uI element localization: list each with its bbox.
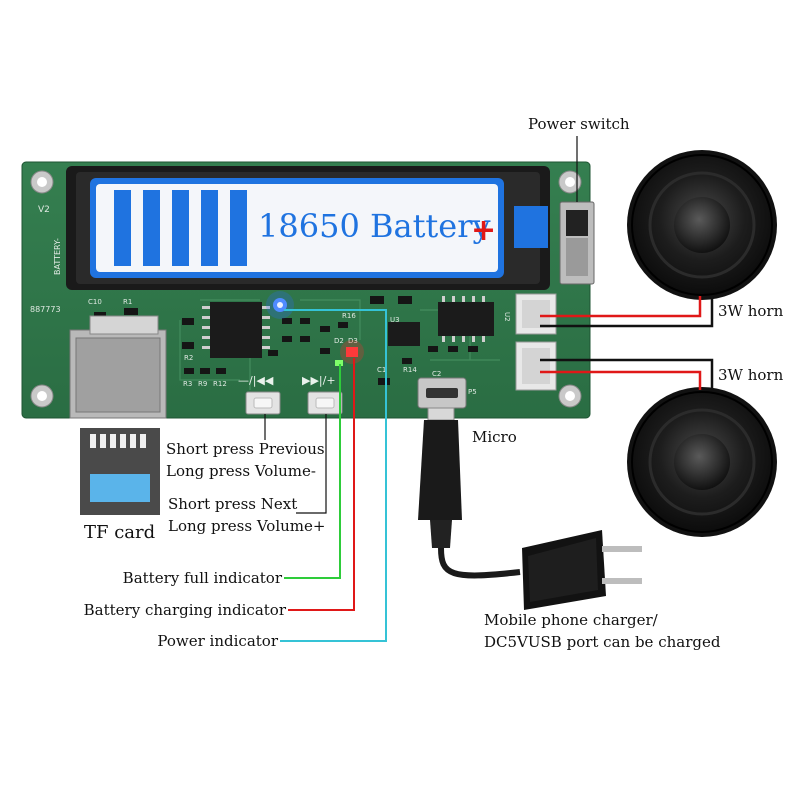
silk-part-u3: U3 bbox=[390, 316, 400, 324]
speaker-top bbox=[627, 150, 777, 300]
label-micro: Micro bbox=[472, 428, 517, 446]
tf-card-slot bbox=[69, 315, 167, 419]
label-next-line1: Short press Next bbox=[168, 495, 298, 513]
label-power-switch: Power switch bbox=[528, 115, 630, 133]
battery-level-bar bbox=[143, 190, 160, 266]
label-power-indicator: Power indicator bbox=[157, 632, 278, 650]
silk-part-c10: C10 bbox=[88, 298, 102, 306]
silk-part-r1: R1 bbox=[123, 298, 132, 306]
silk-next-symbol: ▶▶|/+ bbox=[302, 374, 336, 387]
battery-level-bars bbox=[114, 190, 247, 266]
silk-version: V2 bbox=[38, 205, 50, 215]
label-next-line2: Long press Volume+ bbox=[168, 517, 326, 535]
battery-level-bar bbox=[172, 190, 189, 266]
silk-part-c2: C2 bbox=[432, 370, 441, 378]
silk-part-u2: U2 bbox=[503, 312, 511, 322]
ic-chip-small bbox=[388, 322, 420, 346]
leader-lines bbox=[264, 136, 578, 642]
label-battery-charging: Battery charging indicator bbox=[83, 601, 286, 619]
battery-label: 18650 Battery bbox=[258, 207, 491, 245]
label-battery-full: Battery full indicator bbox=[122, 569, 282, 587]
full-led-green bbox=[335, 360, 343, 366]
battery-level-bar bbox=[230, 190, 247, 266]
silk-part-p5: P5 bbox=[468, 388, 477, 396]
label-horn-bottom: 3W horn bbox=[718, 366, 784, 384]
button-next[interactable] bbox=[307, 391, 343, 415]
silk-board-id: 887773 bbox=[30, 305, 61, 314]
speaker-wires bbox=[540, 296, 714, 390]
battery-18650: 18650 Battery + bbox=[90, 178, 504, 278]
charger-plug bbox=[522, 530, 642, 610]
pcb-board: 18650 Battery + V2 BATTERY- 887773 C10 R… bbox=[21, 161, 595, 419]
silk-part-r3: R3 bbox=[183, 380, 192, 388]
silk-part-c1: C1 bbox=[377, 366, 386, 374]
power-switch[interactable] bbox=[559, 201, 595, 285]
micro-usb-port bbox=[417, 377, 467, 409]
label-charger-line1: Mobile phone charger/ bbox=[484, 611, 658, 629]
power-led-blue bbox=[266, 291, 294, 319]
label-prev-line1: Short press Previous bbox=[166, 440, 325, 458]
silk-part-r2: R2 bbox=[184, 354, 193, 362]
silk-part-d2: D2 bbox=[334, 337, 344, 345]
battery-level-bar bbox=[114, 190, 131, 266]
speaker-connector-bottom bbox=[515, 341, 557, 391]
speaker-connector-top bbox=[515, 293, 557, 335]
silk-part-r16: R16 bbox=[342, 312, 356, 320]
speaker-bottom bbox=[627, 387, 777, 537]
ic-chip-right bbox=[438, 296, 494, 342]
silk-part-r12: R12 bbox=[213, 380, 227, 388]
label-prev-line2: Long press Volume- bbox=[166, 462, 316, 480]
mounting-holes bbox=[30, 170, 582, 408]
ic-chip-left bbox=[202, 302, 270, 358]
charging-led-red bbox=[340, 340, 364, 364]
silk-part-r14: R14 bbox=[403, 366, 417, 374]
silk-battery-minus: BATTERY- bbox=[53, 238, 62, 275]
button-previous[interactable] bbox=[245, 391, 281, 415]
label-horn-top: 3W horn bbox=[718, 302, 784, 320]
silk-part-r9: R9 bbox=[198, 380, 207, 388]
silk-prev-symbol: —/|◀◀ bbox=[238, 374, 274, 387]
usb-cable bbox=[418, 407, 521, 579]
label-charger-line2: DC5VUSB port can be charged bbox=[484, 633, 721, 651]
tf-card-icon bbox=[80, 428, 160, 515]
silk-part-d3: D3 bbox=[348, 337, 358, 345]
battery-level-bar bbox=[201, 190, 218, 266]
label-tf-card: TF card bbox=[84, 522, 156, 543]
battery-plus-sign: + bbox=[471, 213, 496, 248]
